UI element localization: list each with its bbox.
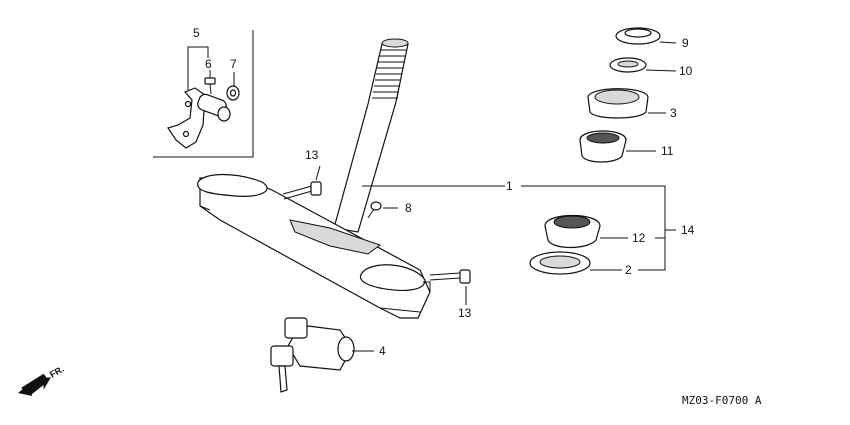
- callout-4: 4: [379, 344, 386, 358]
- part-bearing-11: [579, 130, 627, 163]
- part-bolt-13-lower: [429, 269, 471, 284]
- part-adjusting-nut-3: [587, 88, 649, 119]
- part-steering-stem: [333, 38, 409, 233]
- callout-10: 10: [679, 64, 693, 78]
- part-steering-lock: [270, 317, 355, 393]
- callout-14: 14: [681, 223, 695, 237]
- callout-13-upper: 13: [305, 148, 319, 162]
- callout-9: 9: [682, 36, 689, 50]
- callout-13-lower: 13: [458, 306, 472, 320]
- part-lock-bracket: [167, 87, 231, 149]
- front-direction-arrow-icon: [18, 373, 51, 396]
- diagram-code: MZ03-F0700 A: [682, 394, 762, 407]
- callout-5: 5: [193, 26, 200, 40]
- part-nut-7: [226, 85, 240, 101]
- part-washer-10: [609, 57, 647, 73]
- part-screw-6: [204, 77, 216, 95]
- part-dust-seal-2: [529, 251, 591, 275]
- callout-8: 8: [405, 201, 412, 215]
- callout-3: 3: [670, 106, 677, 120]
- part-locknut-9: [615, 27, 661, 45]
- part-bearing-12: [544, 214, 601, 249]
- part-bolt-13-upper: [282, 181, 322, 200]
- callout-1: 1: [506, 179, 513, 193]
- part-bottom-bridge: [197, 173, 431, 319]
- part-screw-8: [367, 201, 382, 219]
- callout-11: 11: [661, 144, 674, 158]
- inset-frame: [153, 30, 254, 158]
- front-direction-label: FR.: [48, 364, 66, 380]
- callout-12: 12: [632, 231, 646, 245]
- callout-7: 7: [230, 57, 237, 71]
- callout-2: 2: [625, 263, 632, 277]
- callout-6: 6: [205, 57, 212, 71]
